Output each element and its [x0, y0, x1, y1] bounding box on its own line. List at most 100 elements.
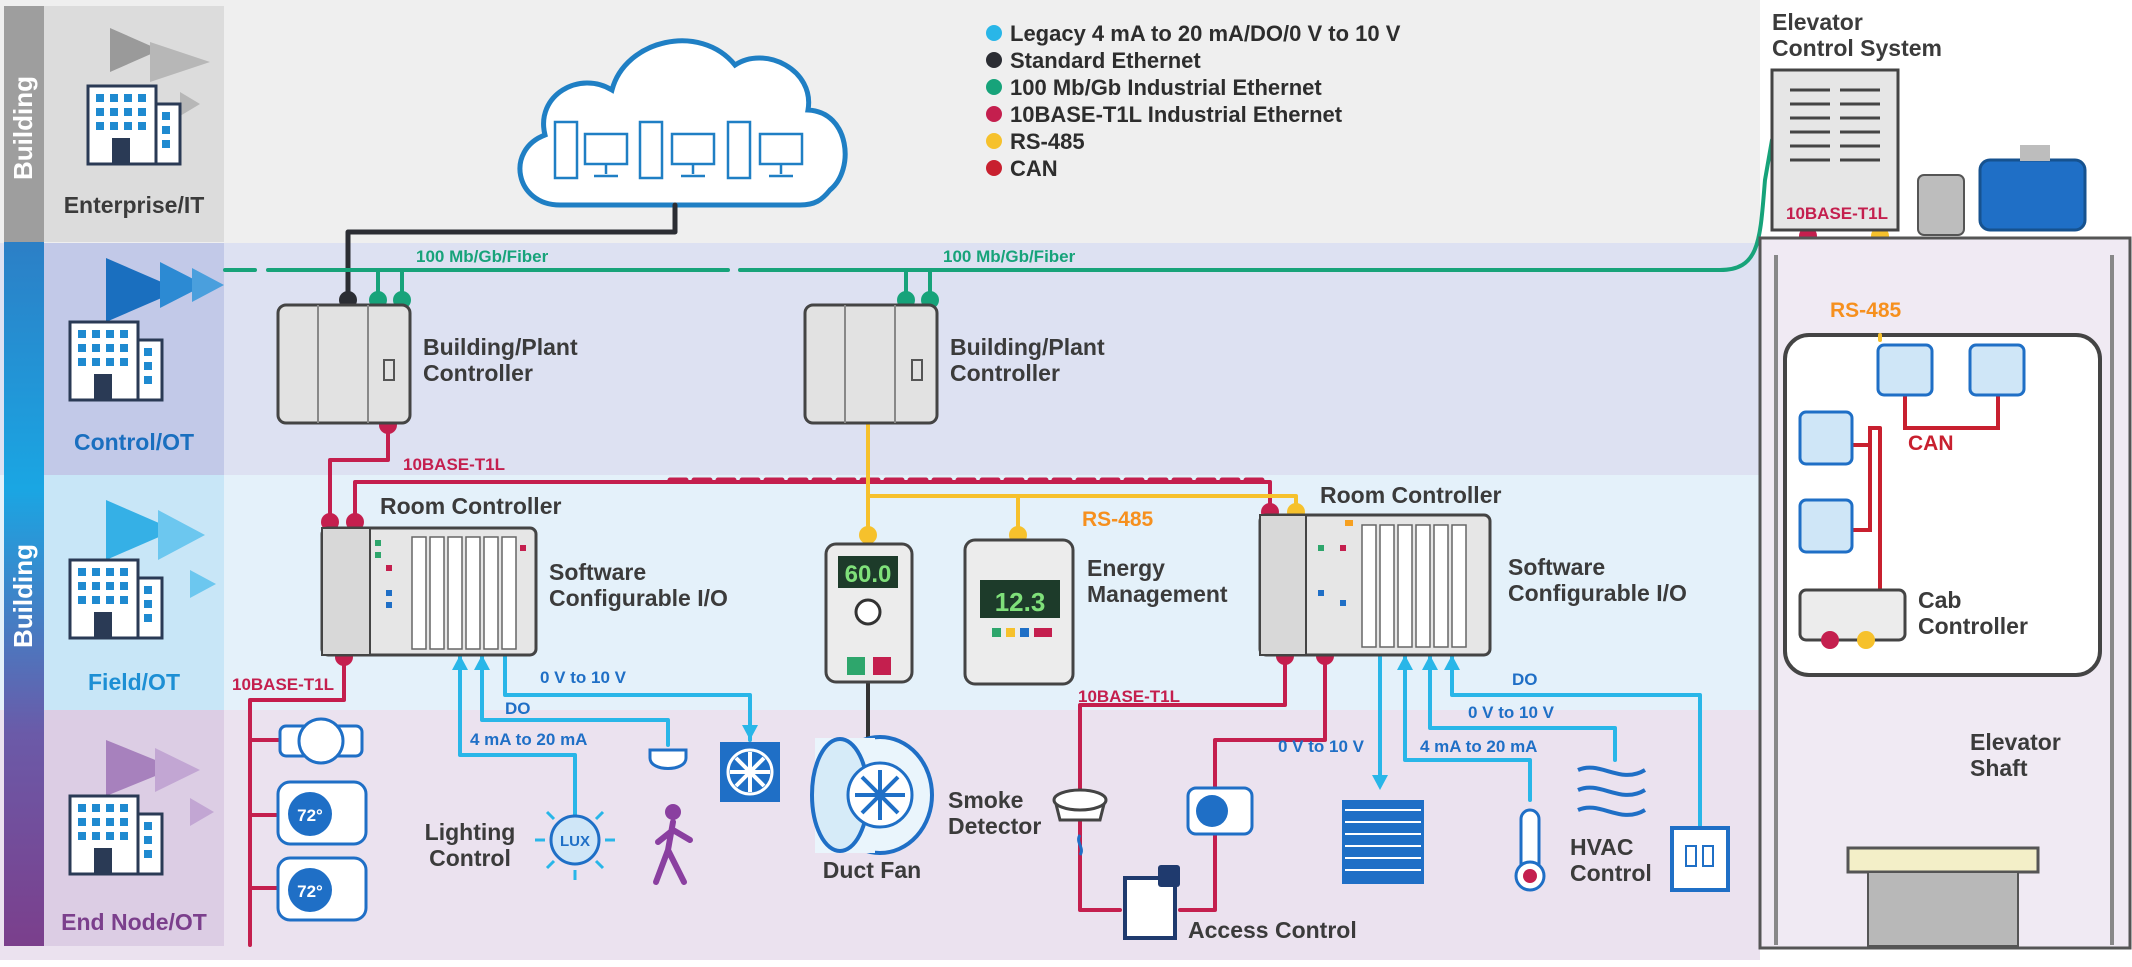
room-controller-1[interactable]: [320, 526, 538, 657]
plant-controller-1-label: Controller: [423, 360, 533, 386]
cab-controller-label: Controller: [1918, 613, 2028, 639]
link-label: RS-485: [1830, 299, 1902, 322]
legend-swatch-rs485: [986, 133, 1002, 149]
t1l-field-link: [248, 656, 346, 947]
legend-swatch-t1l: [986, 106, 1002, 122]
link-label: CAN: [1908, 432, 1954, 455]
legend-swatch-can: [986, 160, 1002, 176]
drive-unit[interactable]: [824, 542, 914, 684]
hvac-label: HVAC: [1570, 834, 1633, 860]
thermostat-icon[interactable]: [276, 780, 368, 846]
link-label: 4 mA to 20 mA: [1420, 737, 1537, 756]
link-label: RS-485: [1082, 508, 1154, 531]
building-label-bottom: Building: [8, 544, 38, 648]
link-label: 10BASE-T1L: [232, 675, 334, 694]
legend-swatch-ethernet: [986, 52, 1002, 68]
plant-controller-2[interactable]: [803, 303, 939, 425]
flow-meter-icon[interactable]: [278, 717, 364, 765]
tier-enterprise: Enterprise/IT: [64, 192, 205, 218]
can-node-icon[interactable]: [1798, 343, 2026, 554]
cab-controller[interactable]: [1798, 588, 1907, 649]
shaft-label: Elevator: [1970, 729, 2061, 755]
legend-item: RS-485: [1010, 129, 1085, 154]
energy-label: Management: [1087, 581, 1228, 607]
tier-field: Field/OT: [88, 669, 180, 695]
switch-panel-icon[interactable]: [1670, 826, 1730, 892]
fiber-backbone-2: [758, 138, 1774, 272]
link-label: 100 Mb/Gb/Fiber: [416, 247, 549, 266]
sw-io-2-label: Configurable I/O: [1508, 580, 1687, 606]
room-controller-1-label: Room Controller: [380, 493, 561, 519]
elevator-control-system[interactable]: [1770, 68, 1900, 232]
link-label: 0 V to 10 V: [1278, 737, 1365, 756]
plant-controller-2-label: Controller: [950, 360, 1060, 386]
duct-fan-icon[interactable]: [810, 735, 934, 855]
smoke-detector-icon[interactable]: [1052, 788, 1108, 856]
access-control-icon[interactable]: [1123, 865, 1180, 940]
end-node-tier: End Node/OT: [61, 740, 214, 935]
plant-controller-1[interactable]: [276, 303, 412, 425]
link-label: 100 Mb/Gb/Fiber: [943, 247, 1076, 266]
control-tier: Control/OT: [68, 258, 224, 455]
thermostat-temp: 72°: [297, 806, 323, 825]
occupancy-sensor-icon[interactable]: [648, 748, 693, 885]
link-label: DO: [1512, 670, 1538, 689]
link-label: 0 V to 10 V: [540, 668, 627, 687]
field-tier: Field/OT: [68, 500, 216, 695]
thermostat-icon[interactable]: [276, 856, 368, 922]
sw-io-1-label: Software: [549, 559, 646, 585]
lighting-label: Lighting: [425, 819, 516, 845]
legend-item: CAN: [1010, 156, 1058, 181]
cloud-icon: [517, 38, 848, 208]
legend-item: Legacy 4 mA to 20 mA/DO/0 V to 10 V: [1010, 21, 1401, 46]
hvac-label: Control: [1570, 860, 1652, 886]
lux-sensor-icon[interactable]: [535, 800, 615, 880]
sw-io-1-label: Configurable I/O: [549, 585, 728, 611]
link-label: 10BASE-T1L: [403, 455, 505, 474]
enterprise-band: [0, 0, 1760, 243]
thermometer-icon[interactable]: [1514, 808, 1546, 892]
link-label: 10BASE-T1L: [1786, 204, 1888, 223]
legend-item: Standard Ethernet: [1010, 48, 1201, 73]
legend: Legacy 4 mA to 20 mA/DO/0 V to 10 V Stan…: [986, 21, 1401, 181]
thermostat-temp: 72°: [297, 882, 323, 901]
room-controller-2[interactable]: [1258, 513, 1492, 657]
shaft-label: Shaft: [1970, 755, 2028, 781]
ethernet-link: [345, 202, 678, 303]
t1l-control-link: [328, 418, 390, 522]
legend-swatch-legacy: [986, 25, 1002, 41]
building-rail-top: [4, 6, 44, 242]
lighting-label: Control: [429, 845, 511, 871]
building-rail-bottom: [4, 242, 44, 946]
duct-fan-label: Duct Fan: [823, 857, 921, 883]
t1l-smoke-link: [1078, 658, 1287, 912]
energy-label: Energy: [1087, 555, 1165, 581]
lux-label: LUX: [560, 833, 590, 850]
smoke-label: Detector: [948, 813, 1041, 839]
elevator-system-label: Control System: [1772, 35, 1942, 61]
cab-controller-label: Cab: [1918, 587, 1961, 613]
fan-icon[interactable]: [720, 742, 780, 802]
plant-controller-2-label: Building/Plant: [950, 334, 1105, 360]
tier-control: Control/OT: [74, 429, 194, 455]
legend-item: 100 Mb/Gb Industrial Ethernet: [1010, 75, 1322, 100]
tier-end-node: End Node/OT: [61, 909, 207, 935]
link-label: DO: [505, 699, 531, 718]
smoke-label: Smoke: [948, 787, 1023, 813]
hvac-icon[interactable]: [1577, 765, 1647, 817]
legend-item: 10BASE-T1L Industrial Ethernet: [1010, 102, 1343, 127]
drive-readout: 60.0: [845, 561, 892, 588]
link-label: 0 V to 10 V: [1468, 703, 1555, 722]
room-thermostat-icon[interactable]: [1186, 786, 1254, 836]
enterprise-tier: Enterprise/IT: [64, 28, 210, 218]
building-label-top: Building: [8, 76, 38, 180]
legend-swatch-industrial-ethernet: [986, 79, 1002, 95]
sw-io-2-label: Software: [1508, 554, 1605, 580]
access-label: Access Control: [1188, 917, 1357, 943]
energy-meter[interactable]: [963, 538, 1075, 686]
energy-readout: 12.3: [995, 587, 1046, 617]
link-label: 10BASE-T1L: [1078, 687, 1180, 706]
blinds-icon[interactable]: [1342, 800, 1424, 884]
